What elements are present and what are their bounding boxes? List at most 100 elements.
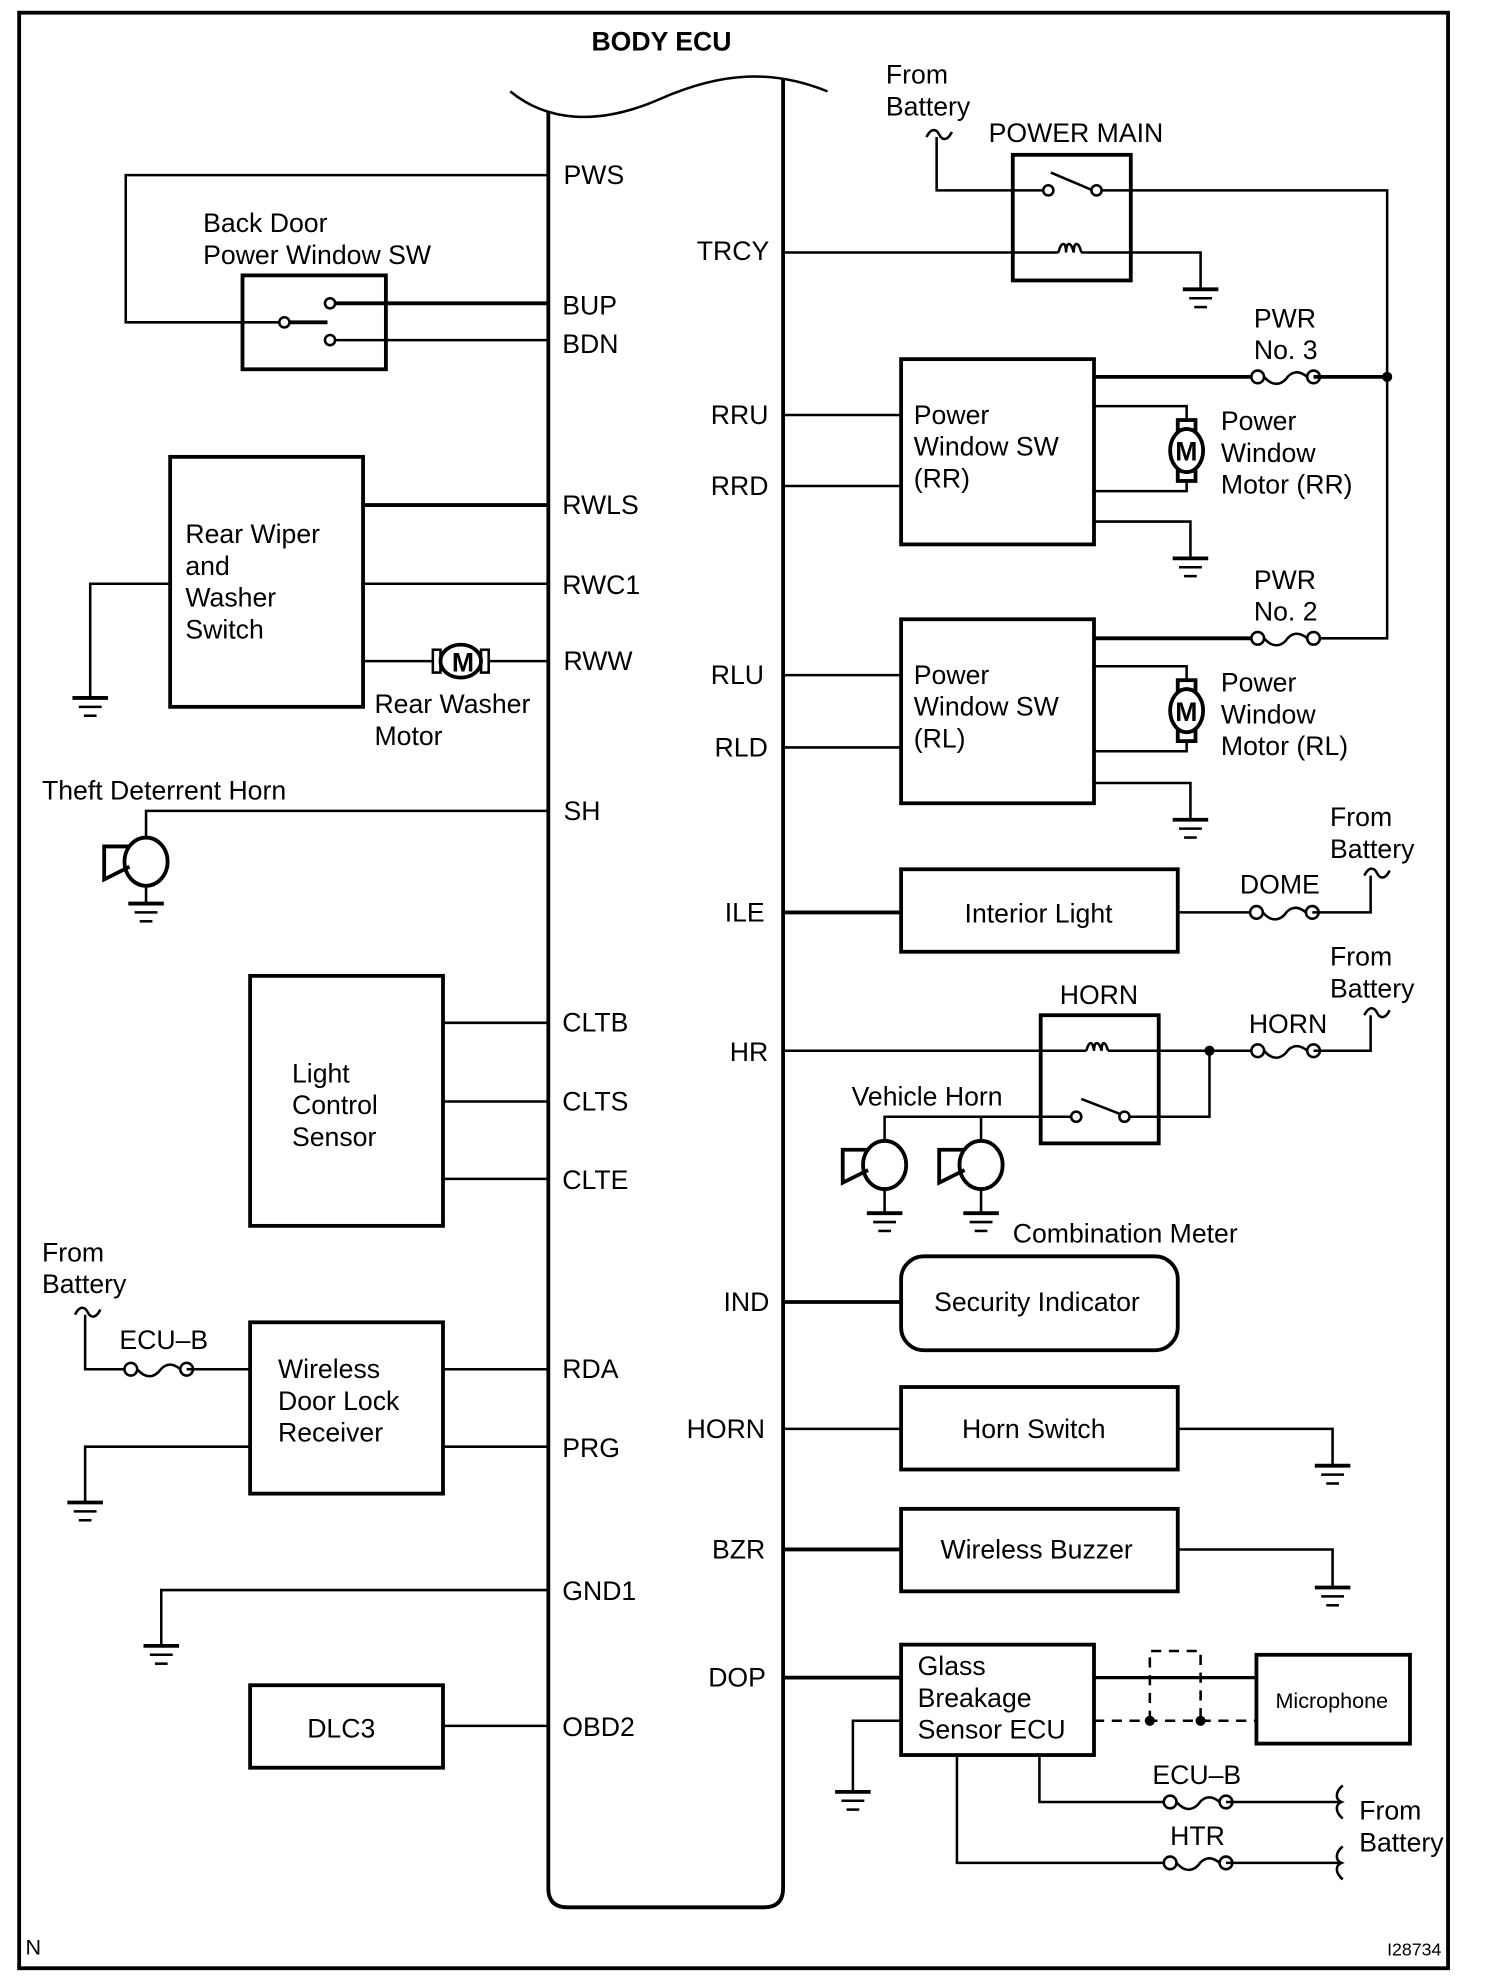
wireless-door-lock-receiver: From Battery ECU–B Wireless Door Lock Re… xyxy=(42,1237,620,1523)
pw-sw-rl-label-1: Power xyxy=(914,660,990,690)
pin-pws: PWS xyxy=(564,160,625,190)
ground-icon xyxy=(1170,556,1211,579)
pw-sw-rr-label-1: Power xyxy=(914,400,990,430)
theft-horn-label: Theft Deterrent Horn xyxy=(42,775,286,805)
junction-dot xyxy=(1382,371,1393,382)
relay-coil-icon xyxy=(1085,1041,1110,1052)
pin-bzr: BZR xyxy=(712,1534,765,1564)
fuse-dome-label: DOME xyxy=(1240,869,1320,899)
motor-label: M xyxy=(452,647,474,677)
pin-rrd: RRD xyxy=(711,471,769,501)
battery-source-icon xyxy=(1363,1006,1391,1019)
fuse-horn-label: HORN xyxy=(1249,1009,1327,1039)
shield-wire xyxy=(1148,1649,1202,1721)
pin-rwls: RWLS xyxy=(562,490,638,520)
pin-trcy: TRCY xyxy=(697,236,770,266)
back-door-label-2: Power Window SW xyxy=(203,240,432,270)
pin-clts: CLTS xyxy=(562,1086,628,1116)
security-indicator-label: Security Indicator xyxy=(934,1287,1140,1317)
fuse-pwr2-label-1: PWR xyxy=(1254,565,1316,595)
rear-washer-motor-label-1: Rear Washer xyxy=(374,689,530,719)
ground-icon xyxy=(864,1211,905,1233)
from-battery-label: From xyxy=(1330,802,1392,832)
from-battery-label: Battery xyxy=(42,1269,127,1299)
microphone-label: Microphone xyxy=(1275,1688,1388,1713)
glass-breakage-label-1: Glass xyxy=(918,1651,986,1681)
pin-bdn: BDN xyxy=(562,329,618,359)
pin-rru: RRU xyxy=(711,400,769,430)
pw-motor-rr-label-3: Motor (RR) xyxy=(1221,470,1353,500)
pin-hr: HR xyxy=(730,1037,768,1067)
rear-wiper-label-2: and xyxy=(185,551,229,581)
glass-breakage-sensor-ecu: DOP Glass Breakage Sensor ECU Microphone… xyxy=(708,1642,1444,1881)
pin-rwc1: RWC1 xyxy=(562,570,640,600)
junction-dot xyxy=(1195,1715,1206,1726)
pw-motor-rl-label-1: Power xyxy=(1221,668,1297,698)
theft-deterrent-horn: Theft Deterrent Horn SH xyxy=(42,775,601,924)
dlc3-connector: DLC3 OBD2 xyxy=(248,1683,635,1770)
back-door-power-window-switch: PWS BUP BDN Back Door Power Window SW xyxy=(124,160,625,372)
pin-gnd1: GND1 xyxy=(562,1576,636,1606)
from-battery-label: Battery xyxy=(1330,834,1415,864)
ground-icon xyxy=(141,1644,181,1666)
motor-label: M xyxy=(1175,437,1197,467)
light-sensor-label-2: Control xyxy=(292,1090,378,1120)
horn-switch-label: Horn Switch xyxy=(962,1414,1106,1444)
power-window-switch-rl: RLU RLD Power Window SW (RL) PWR No. 2 M… xyxy=(711,565,1348,840)
ground-icon xyxy=(1312,1585,1353,1608)
receiver-label-3: Receiver xyxy=(278,1418,383,1448)
pin-ile: ILE xyxy=(725,897,765,927)
fuse-icon xyxy=(1250,369,1322,386)
pin-dop: DOP xyxy=(708,1663,766,1693)
motor-label: M xyxy=(1175,697,1197,727)
power-main-label: POWER MAIN xyxy=(989,118,1164,148)
rear-wiper-label-3: Washer xyxy=(185,583,276,613)
from-battery-label: Battery xyxy=(1359,1827,1444,1857)
from-battery-label: From xyxy=(42,1237,104,1267)
from-battery-label: Battery xyxy=(1330,973,1415,1003)
pin-sh: SH xyxy=(564,796,601,826)
pw-sw-rr-label-3: (RR) xyxy=(914,463,970,493)
fuse-ecu-b-label: ECU–B xyxy=(1152,1760,1241,1790)
battery-source-icon xyxy=(1363,867,1391,879)
pw-sw-rl-label-2: Window SW xyxy=(914,692,1060,722)
power-main-relay: From Battery POWER MAIN TRCY xyxy=(697,60,1389,640)
fuse-icon xyxy=(1248,904,1320,921)
pw-motor-rl-label-2: Window xyxy=(1221,699,1316,729)
receiver-label-1: Wireless xyxy=(278,1354,380,1384)
ground-icon xyxy=(126,901,166,924)
from-battery-label: From xyxy=(1330,942,1392,972)
pin-rld: RLD xyxy=(715,732,768,762)
fuse-icon xyxy=(1250,1043,1322,1059)
pw-motor-rr-label-2: Window xyxy=(1221,438,1316,468)
body-ecu: BODY ECU xyxy=(509,27,828,1910)
ground-icon xyxy=(70,696,110,718)
fuse-icon xyxy=(1250,630,1322,647)
corner-mark: N xyxy=(25,1934,41,1959)
glass-breakage-label-2: Breakage xyxy=(918,1683,1032,1713)
vehicle-horn-label: Vehicle Horn xyxy=(852,1081,1003,1111)
fuse-pwr2-label-2: No. 2 xyxy=(1254,597,1318,627)
rear-wiper-washer-switch: Rear Wiper and Washer Switch RWLS RWC1 R… xyxy=(70,454,640,751)
rear-wiper-label-4: Switch xyxy=(185,614,263,644)
pin-bup: BUP xyxy=(562,291,617,321)
pin-horn: HORN xyxy=(687,1414,765,1444)
pin-rww: RWW xyxy=(564,646,634,676)
back-door-label-1: Back Door xyxy=(203,208,327,238)
ground-gnd1: GND1 xyxy=(141,1576,636,1666)
pin-obd2: OBD2 xyxy=(562,1712,635,1742)
figure-id: I28734 xyxy=(1387,1940,1441,1960)
pw-sw-rr-label-2: Window SW xyxy=(914,432,1060,462)
fuse-htr-label: HTR xyxy=(1170,1821,1225,1851)
fuse-ecu-b-label: ECU–B xyxy=(119,1325,208,1355)
receiver-label-2: Door Lock xyxy=(278,1386,400,1416)
motor-icon: M xyxy=(431,642,490,680)
fuse-icon xyxy=(1162,1855,1234,1872)
battery-source-icon xyxy=(1335,1845,1345,1881)
fuse-icon xyxy=(1162,1794,1234,1811)
pin-clte: CLTE xyxy=(562,1165,628,1195)
pin-ind: IND xyxy=(723,1287,769,1317)
body-ecu-title: BODY ECU xyxy=(591,27,731,57)
horn-switch: HORN Horn Switch xyxy=(687,1385,1353,1486)
